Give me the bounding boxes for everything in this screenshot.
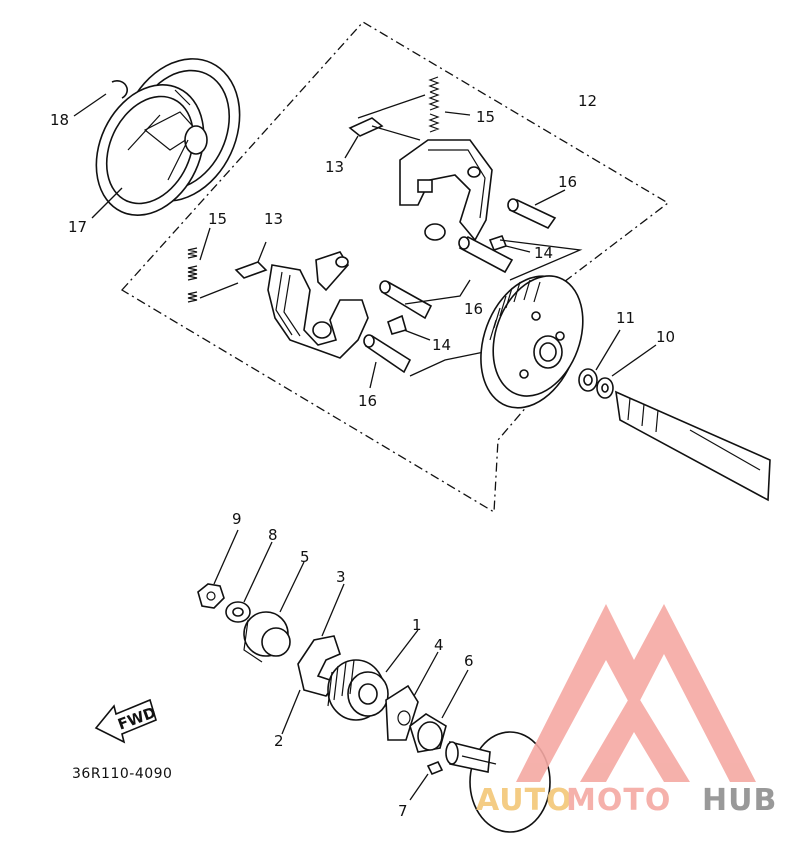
washer-8	[225, 541, 273, 623]
callout-16-lower: 16	[358, 392, 377, 410]
watermark-hub: HUB	[702, 783, 777, 818]
spring-15-upper	[428, 76, 471, 133]
callout-1: 1	[412, 616, 422, 634]
callout-14-lower: 14	[432, 336, 451, 354]
collar-5	[243, 561, 305, 663]
key-7	[409, 760, 444, 801]
fwd-arrow: FWD	[94, 698, 158, 744]
callout-9: 9	[232, 510, 242, 528]
pin-16-lower-b	[363, 334, 412, 389]
clutch-shoe-upper	[399, 139, 493, 242]
clutch-shoe-lower	[267, 251, 369, 359]
callout-7: 7	[398, 802, 408, 820]
pin-16-middle	[458, 235, 514, 274]
washer-14-lower	[387, 314, 431, 341]
driven-gear-plate	[480, 275, 584, 409]
callout-3: 3	[336, 568, 346, 586]
plate-13-lower	[234, 241, 268, 279]
callout-11: 11	[616, 309, 635, 327]
callout-18: 18	[50, 111, 69, 129]
callout-13-lower: 13	[264, 210, 283, 228]
plate-13-upper	[344, 94, 426, 159]
diagram-code: 36R110-4090	[72, 766, 172, 782]
automotohub-watermark: AUTO MOTO HUB	[476, 604, 777, 818]
callout-10: 10	[656, 328, 675, 346]
callout-16-middle: 16	[464, 300, 483, 318]
clutch-housing-17	[95, 58, 241, 216]
pin-16-upper	[507, 189, 566, 230]
callout-6: 6	[464, 652, 474, 670]
callout-16-upper: 16	[558, 173, 577, 191]
watermark-moto: MOTO	[566, 783, 671, 818]
nut-10	[596, 344, 657, 399]
callout-15-lower: 15	[208, 210, 227, 228]
watermark-logo-mark	[516, 604, 756, 782]
nut-9	[197, 529, 239, 609]
circlip-18	[73, 80, 128, 117]
callout-4: 4	[434, 636, 444, 654]
washer-14-upper	[488, 235, 531, 253]
pin-16-lower-a	[379, 280, 433, 320]
washer-11	[578, 329, 621, 392]
callout-13-upper: 13	[325, 158, 344, 176]
callout-15-upper: 15	[476, 108, 495, 126]
fwd-label: FWD	[115, 703, 158, 733]
callout-14-upper: 14	[534, 244, 553, 262]
bushing-6	[409, 669, 469, 753]
spring-15-lower	[187, 227, 239, 303]
one-way-clutch-1	[327, 629, 419, 721]
callout-2: 2	[274, 732, 284, 750]
crankshaft-end	[615, 390, 771, 502]
callout-5: 5	[300, 548, 310, 566]
watermark-auto: AUTO	[476, 783, 573, 818]
callout-12: 12	[578, 92, 597, 110]
callout-8: 8	[268, 526, 278, 544]
callout-17: 17	[68, 218, 87, 236]
